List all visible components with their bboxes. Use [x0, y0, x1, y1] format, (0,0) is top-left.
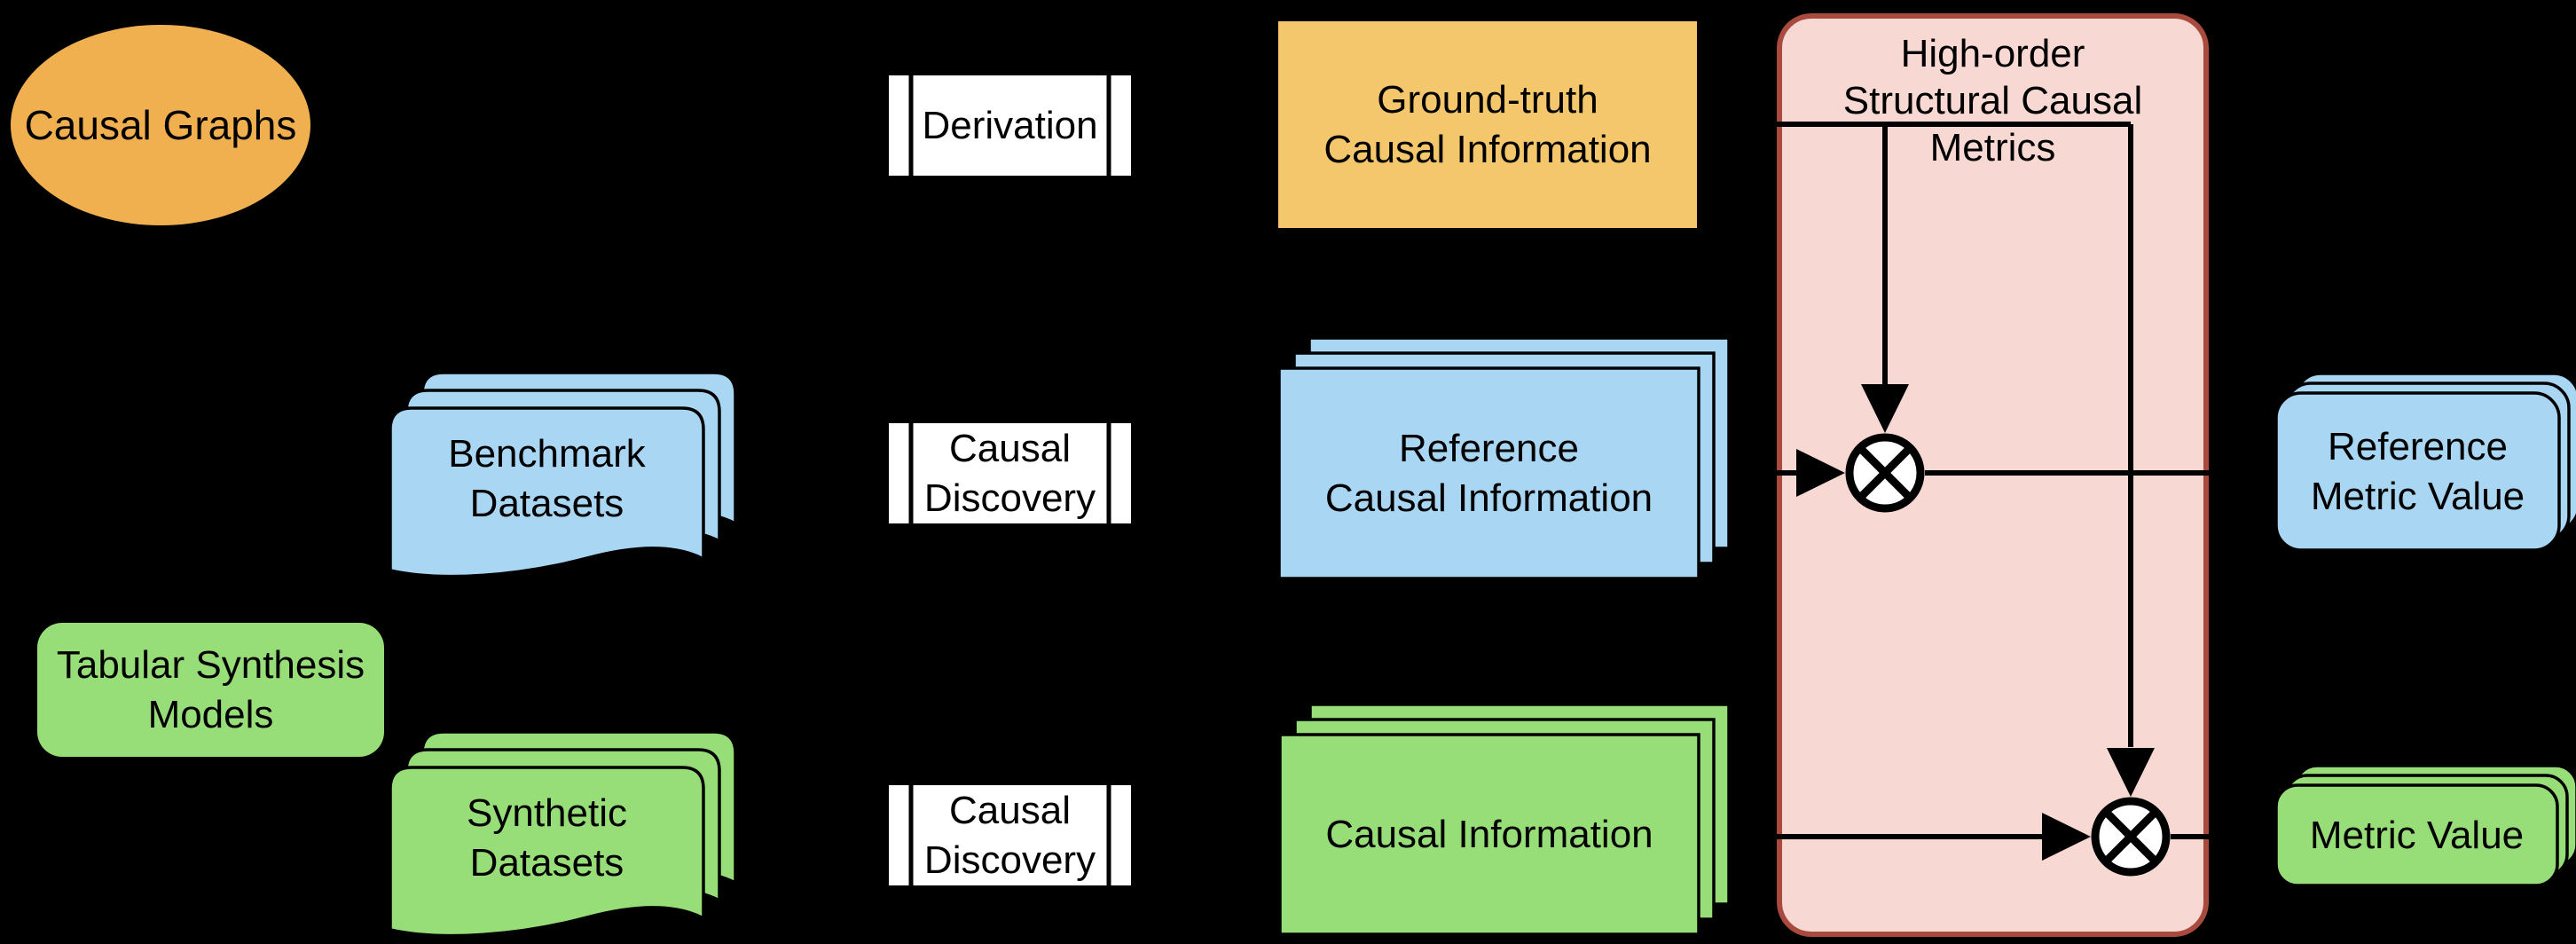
ground-truth-label: Ground-truth Causal Information [1323, 77, 1652, 171]
multiply-node-synthetic-icon [2091, 797, 2171, 877]
synthetic-datasets-node [389, 730, 737, 938]
arrowhead-right-reference [1796, 449, 1845, 497]
connector-ground-truth-split [1697, 122, 2155, 797]
causal-discovery-reference-node [889, 423, 1131, 523]
tabular-synthesis-models-node [37, 623, 384, 757]
causal-graphs-label: Causal Graphs [24, 102, 297, 148]
causal-information-label: Causal Information [1325, 812, 1653, 856]
causal-information-node [1278, 703, 1731, 936]
connector-synthetic-row [1699, 813, 2276, 861]
benchmark-datasets-node [389, 371, 737, 578]
derivation-label: Derivation [922, 103, 1098, 147]
causal-discovery-reference-label: Causal Discovery [923, 426, 1096, 520]
reference-metric-value-label: Reference Metric Value [2310, 424, 2525, 518]
benchmark-datasets-label: Benchmark Datasets [448, 432, 646, 525]
reference-metric-value-node [2274, 372, 2576, 552]
metric-value-node [2274, 764, 2576, 887]
arrowhead-down-synthetic [2107, 748, 2155, 797]
arrowhead-right-synthetic [2042, 813, 2091, 861]
causal-graphs-node [11, 25, 310, 225]
reference-causal-information-label: Reference Causal Information [1324, 426, 1653, 520]
arrowhead-down-reference [1861, 384, 1909, 433]
metric-value-label: Metric Value [2309, 813, 2525, 857]
reference-causal-information-node [1277, 336, 1731, 580]
causal-discovery-synthetic-node [889, 785, 1131, 885]
ground-truth-node [1278, 21, 1697, 228]
tabular-synthesis-models-label: Tabular Synthesis Models [56, 642, 365, 736]
synthetic-datasets-label: Synthetic Datasets [467, 791, 627, 885]
multiply-node-reference-icon [1845, 433, 1925, 513]
causal-discovery-synthetic-label: Causal Discovery [923, 788, 1096, 882]
high-order-metrics-label: High-order Structural Causal Metrics [1842, 32, 2143, 169]
derivation-node [889, 75, 1131, 176]
